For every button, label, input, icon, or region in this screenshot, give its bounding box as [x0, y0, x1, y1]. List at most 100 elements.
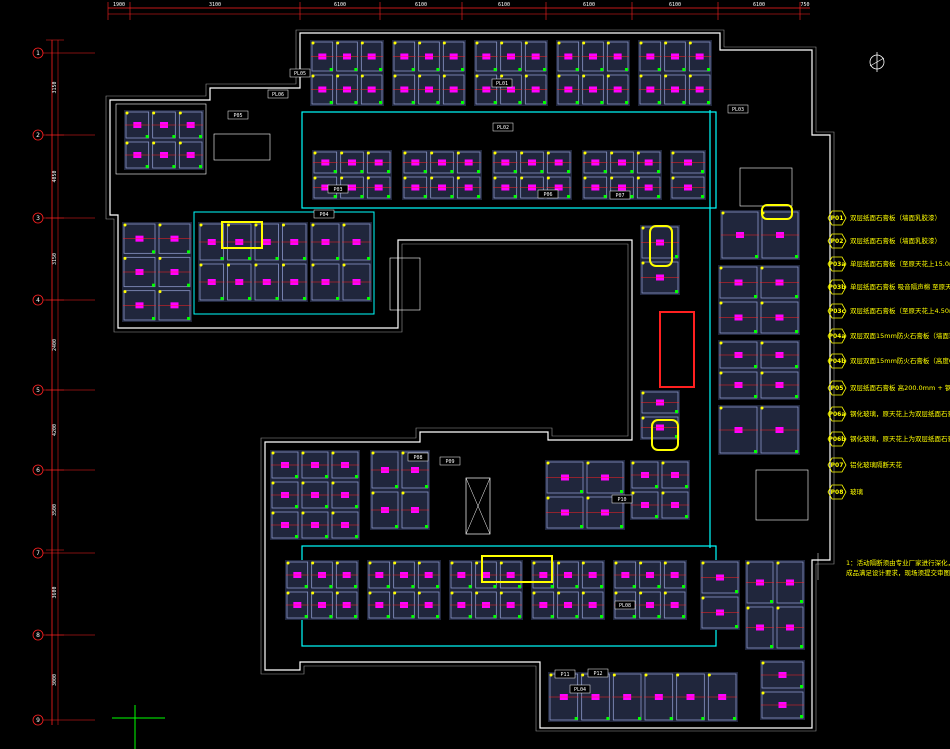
legend-code: P05	[831, 385, 844, 392]
grid-bubble-label: 9	[36, 717, 40, 724]
legend-desc: 双层纸面石膏板 高200.0mm + 钢化玻璃500mm / 6	[850, 383, 950, 392]
grid-bubble: 3	[32, 212, 95, 224]
top-dim-text: 6100	[498, 2, 510, 8]
north-arrow-icon	[869, 52, 885, 72]
grid-bubbles: 1 2 3 4 5 6 7 8 9	[32, 47, 95, 726]
room-tag-label: PL01	[496, 81, 508, 87]
top-dim-text: 6100	[669, 2, 681, 8]
legend-desc: 单层纸面石膏板 吸音隔声棉 至原天花上15.0mm	[850, 282, 950, 291]
note-line-2: 成品满足设计要求，现场须提交审图后施工	[846, 568, 950, 577]
legend-code: P08	[831, 489, 844, 496]
grid-bubble-label: 3	[36, 215, 40, 222]
room-tag: PL04	[569, 684, 591, 694]
room-tag-label: P11	[560, 672, 569, 678]
room-tag-label: PL02	[497, 125, 509, 131]
room-tag: P04	[313, 209, 335, 219]
legend-desc: 钢化玻璃，原天花上为双层纸面石膏	[850, 434, 950, 443]
note-line-1: 1：活动隔断须由专业厂家进行深化，确保	[846, 558, 950, 567]
legend-item: P01 双层纸面石膏板（墙面乳胶漆）	[827, 210, 941, 226]
left-dim-text: 3150	[52, 81, 58, 93]
legend-desc: 铝化玻璃隔断天花	[850, 460, 903, 469]
legend-code: P03b	[828, 284, 846, 291]
room-tag: PL01	[491, 78, 513, 88]
room-tag: PL06	[267, 89, 289, 99]
left-dim-text: 4200	[52, 424, 58, 436]
left-dim-text: 3600	[52, 586, 58, 598]
general-note: 1：活动隔断须由专业厂家进行深化，确保 成品满足设计要求，现场须提交审图后施工	[817, 553, 950, 580]
legend-item: P03c 双层纸面石膏板（至原天花上4.50mm）	[827, 303, 950, 319]
room-tag-label: P09	[445, 459, 454, 465]
top-dim-text: 6100	[334, 2, 346, 8]
workstation-clusters	[122, 40, 805, 722]
room-tag: PL05	[289, 68, 311, 78]
legend-desc: 双层双面15mm防火石膏板（墙面乳胶漆）	[850, 331, 950, 340]
legend-desc: 单层纸面石膏板（至原天花上15.0mm）	[850, 259, 950, 268]
legend-item: P05 双层纸面石膏板 高200.0mm + 钢化玻璃500mm / 6	[827, 380, 950, 396]
room-tag: P03	[327, 184, 349, 194]
grid-bubble-label: 5	[36, 387, 40, 394]
legend-item: P03a 单层纸面石膏板（至原天花上15.0mm）	[827, 256, 950, 272]
room-tag-label: P06	[543, 192, 552, 198]
top-dim-text: 3100	[209, 2, 221, 8]
room-tag-label: PL06	[272, 92, 284, 98]
room-tag: P07	[609, 190, 631, 200]
grid-bubble-label: 6	[36, 467, 40, 474]
grid-bubble-label: 2	[36, 132, 40, 139]
room-tag: P09	[439, 456, 461, 466]
legend-item: P03b 单层纸面石膏板 吸音隔声棉 至原天花上15.0mm	[827, 279, 950, 295]
legend-item: P06b 钢化玻璃，原天花上为双层纸面石膏	[827, 431, 950, 447]
legend-desc: 双层纸面石膏板（至原天花上4.50mm）	[850, 306, 950, 315]
room-tag-label: PL04	[574, 687, 586, 693]
room-tag-label: P04	[319, 212, 328, 218]
top-dim-text: 6100	[415, 2, 427, 8]
legend-item: P04b 双层双面15mm防火石膏板（高度60.0mm）	[827, 353, 950, 369]
room-tag: PL08	[614, 600, 636, 610]
legend-item: P04a 双层双面15mm防火石膏板（墙面乳胶漆）	[827, 328, 950, 344]
room-tag-label: PL05	[294, 71, 306, 77]
legend-item: P06a 钢化玻璃，原天花上为双层纸面石膏	[827, 406, 950, 422]
legend-code: P06a	[829, 411, 846, 418]
legend-desc: 双层双面15mm防火石膏板（高度60.0mm）	[850, 356, 950, 365]
grid-bubble: 5	[32, 384, 95, 396]
legend-item: P07 铝化玻璃隔断天花	[827, 457, 903, 473]
room-tag: P12	[587, 668, 609, 678]
top-dim-text: 6100	[583, 2, 595, 8]
legend-code: P02	[831, 238, 844, 245]
legend-desc: 钢化玻璃，原天花上为双层纸面石膏	[850, 409, 950, 418]
legend-code: P04b	[828, 358, 846, 365]
legend-code: P01	[831, 215, 844, 222]
room-tag-label: P03	[333, 187, 342, 193]
top-dim-text: 1900	[113, 2, 125, 8]
grid-bubble: 2	[32, 129, 95, 141]
grid-bubble-label: 8	[36, 632, 40, 639]
grid-bubble: 8	[32, 629, 95, 641]
legend-code: P07	[831, 462, 844, 469]
legend-code: P03c	[829, 308, 846, 315]
grid-bubble-label: 1	[36, 50, 40, 57]
room-tag: P06	[537, 189, 559, 199]
legend-code: P06b	[828, 436, 846, 443]
grid-bubble-label: 4	[36, 297, 40, 304]
room-tag: P05	[227, 110, 249, 120]
room-tag-label: P08	[413, 455, 422, 461]
ucs-crosshair-icon	[112, 705, 165, 749]
legend-desc: 双层纸面石膏板（墙面乳胶漆）	[850, 213, 941, 222]
room-tag-label: P12	[593, 671, 602, 677]
left-dim-text: 4050	[52, 170, 58, 182]
building-outline	[105, 29, 835, 732]
room-tag: PL03	[727, 104, 749, 114]
top-dim-text: 6100	[753, 2, 765, 8]
left-dim-text: 3150	[52, 253, 58, 265]
room-tag-label: P05	[233, 113, 242, 119]
grid-bubble: 7	[32, 547, 95, 559]
left-dim-text: 3500	[52, 504, 58, 516]
room-tag: P08	[407, 452, 429, 462]
left-dim-text: 2400	[52, 339, 58, 351]
legend-code: P04a	[829, 333, 846, 340]
legend-desc: 双层纸面石膏板（墙面乳胶漆）	[850, 236, 941, 245]
legend-code: P03a	[829, 261, 846, 268]
grid-bubble-label: 7	[36, 550, 40, 557]
